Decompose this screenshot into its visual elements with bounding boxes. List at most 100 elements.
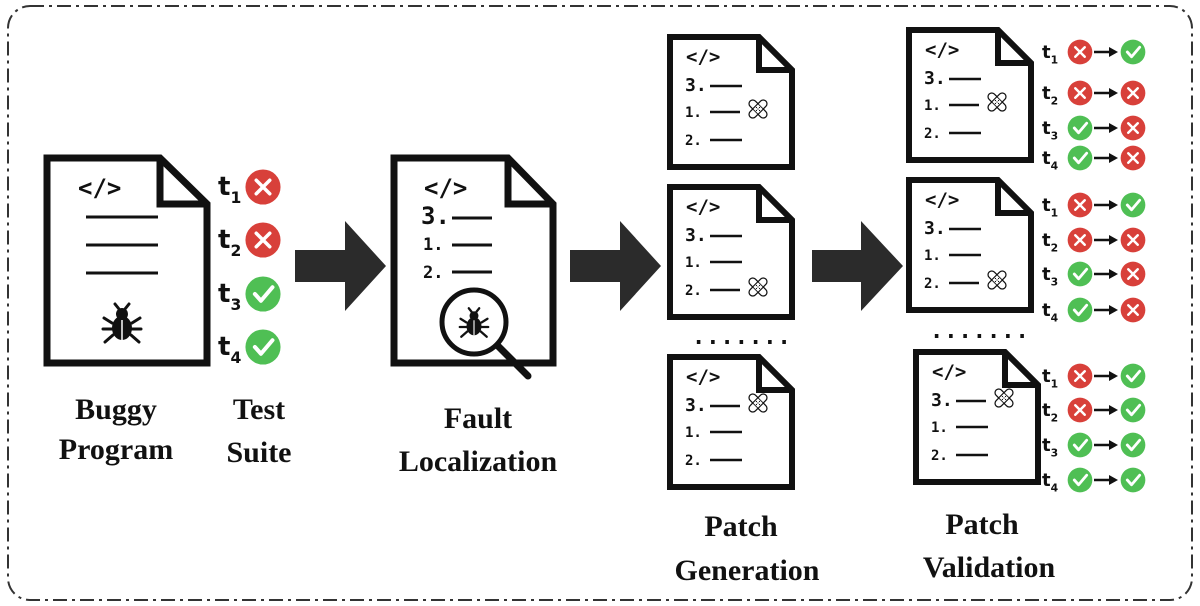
caption-patch-val-line2: Validation	[923, 551, 1056, 584]
test-label: t4	[1042, 300, 1059, 324]
test-label: t2	[1042, 230, 1058, 254]
svg-text:</>: </>	[686, 46, 720, 68]
svg-text:2.: 2.	[685, 133, 702, 149]
test-label: t3	[1042, 264, 1058, 288]
svg-text:1.: 1.	[924, 248, 941, 264]
fail-icon	[243, 167, 283, 207]
svg-text:</>: </>	[925, 39, 959, 61]
test-label: t1	[218, 172, 241, 207]
fail-icon	[1119, 260, 1147, 288]
fail-icon	[1119, 114, 1147, 142]
ellipsis-generation: .......	[692, 325, 792, 350]
test-label: t4	[1042, 148, 1059, 172]
svg-text:2.: 2.	[924, 126, 941, 142]
fail-icon	[243, 220, 283, 260]
caption-fault-line1: Fault	[444, 402, 512, 435]
svg-text:1.: 1.	[931, 420, 948, 436]
result-arrow	[1094, 47, 1118, 57]
fail-icon	[1066, 191, 1094, 219]
pass-icon	[1066, 144, 1094, 172]
pass-icon	[1119, 396, 1147, 424]
caption-patch-gen-line2: Generation	[675, 554, 820, 587]
patch-gen-doc-3: </>3.1.2.	[667, 354, 795, 490]
test-label: t2	[218, 225, 241, 260]
pass-icon	[1119, 431, 1147, 459]
patch-val-doc-3: </> 3. 1. 2.	[913, 349, 1041, 485]
test-label: t4	[1042, 470, 1059, 494]
ellipsis-validation: .......	[930, 319, 1030, 344]
svg-text:2.: 2.	[685, 453, 702, 469]
svg-text:2.: 2.	[924, 276, 941, 292]
caption-fault-line2: Localization	[399, 445, 558, 478]
pass-icon	[1066, 466, 1094, 494]
svg-text:</>: </>	[925, 189, 959, 211]
result-arrow	[1094, 153, 1118, 163]
fail-icon	[1066, 79, 1094, 107]
fail-icon	[1119, 296, 1147, 324]
pass-icon	[245, 276, 280, 311]
svg-text:3.: 3.	[924, 68, 946, 89]
svg-text:1.: 1.	[685, 425, 702, 441]
arrow-3	[812, 221, 903, 311]
result-arrow	[1094, 405, 1118, 415]
pass-icon	[1066, 431, 1094, 459]
svg-text:</>: </>	[424, 174, 467, 202]
buggy-program-document: </>	[43, 154, 211, 367]
svg-text:2.: 2.	[423, 263, 443, 283]
patch-val-doc-1: </> 3. 1. 2.	[906, 27, 1034, 163]
arrow-1	[295, 221, 386, 311]
caption-patch-gen-line1: Patch	[704, 510, 778, 543]
pass-icon	[1119, 38, 1147, 66]
test-label: t2	[1042, 400, 1058, 424]
pass-icon	[1119, 362, 1147, 390]
test-label: t3	[218, 279, 241, 314]
patch-gen-doc-1: </> 3. 1. 2.	[667, 34, 795, 170]
result-arrow	[1094, 305, 1118, 315]
fail-icon	[1066, 226, 1094, 254]
result-arrow	[1094, 269, 1118, 279]
fail-icon	[1119, 79, 1147, 107]
svg-text:3.: 3.	[685, 225, 707, 246]
caption-test-line2: Suite	[226, 436, 291, 469]
pass-icon	[1119, 466, 1147, 494]
caption-test-line1: Test	[233, 393, 285, 426]
pass-icon	[1066, 296, 1094, 324]
svg-text:3.: 3.	[931, 390, 953, 411]
pass-icon	[245, 329, 280, 364]
fail-icon	[1066, 396, 1094, 424]
svg-text:3.: 3.	[421, 202, 450, 230]
result-arrow	[1094, 475, 1118, 485]
fail-icon	[1066, 38, 1094, 66]
test-label: t3	[1042, 118, 1058, 142]
test-label: t1	[1042, 195, 1058, 219]
svg-text:2.: 2.	[931, 448, 948, 464]
svg-text:1.: 1.	[685, 105, 702, 121]
pass-icon	[1066, 260, 1094, 288]
svg-text:3.: 3.	[685, 75, 707, 96]
code-tag: </>	[78, 174, 121, 202]
test-label: t3	[1042, 435, 1058, 459]
caption-buggy-line1: Buggy	[75, 393, 157, 426]
magnifier-handle	[493, 341, 532, 380]
fail-icon	[1119, 144, 1147, 172]
test-label: t1	[1042, 366, 1058, 390]
result-arrow	[1094, 88, 1118, 98]
svg-text:1.: 1.	[924, 98, 941, 114]
caption-buggy-line2: Program	[59, 433, 173, 466]
svg-text:</>: </>	[932, 361, 966, 383]
svg-text:1.: 1.	[685, 255, 702, 271]
svg-text:2.: 2.	[685, 283, 702, 299]
caption-patch-val-line1: Patch	[945, 508, 1019, 541]
test-label: t2	[1042, 83, 1058, 107]
svg-text:1.: 1.	[423, 235, 443, 255]
svg-text:</>: </>	[686, 366, 720, 388]
patch-validation-documents: </>3.1.2.</>3.1.2.</>3.1.2.	[906, 27, 1041, 485]
result-arrow	[1094, 200, 1118, 210]
result-arrow	[1094, 123, 1118, 133]
fail-icon	[1066, 362, 1094, 390]
pass-icon	[1066, 114, 1094, 142]
patch-gen-doc-2: </>3.1.2.	[667, 184, 795, 320]
